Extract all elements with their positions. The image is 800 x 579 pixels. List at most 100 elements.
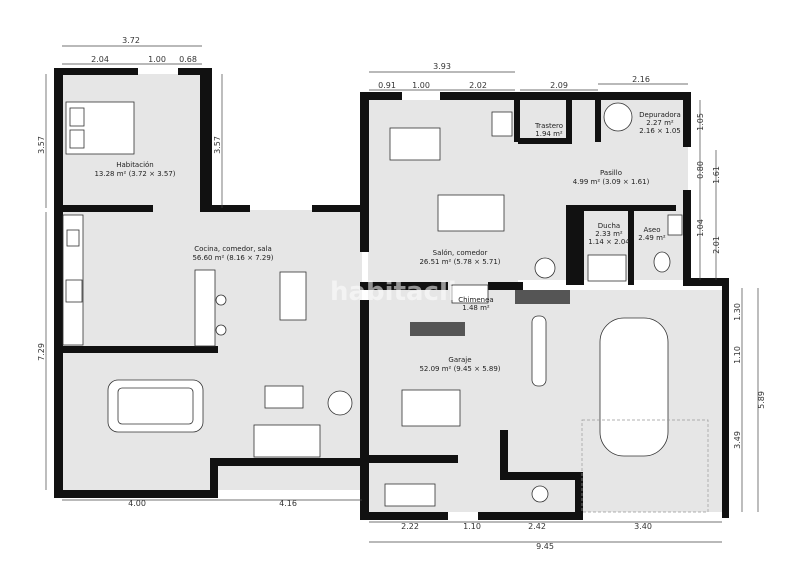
- aseo-sink: [667, 214, 683, 236]
- wall-trastero-right: [566, 100, 572, 144]
- wall-hab-right: [200, 68, 212, 210]
- wall-garage-stair-b: [500, 472, 582, 480]
- dim-bottom-left: 4.00: [128, 499, 146, 508]
- dim-bottom-d: 3.40: [634, 522, 652, 531]
- dim-right-d: 1.04: [696, 219, 705, 237]
- wall-depur-left: [595, 92, 601, 142]
- dim-right-e: 2.01: [712, 236, 721, 254]
- wall-garage-bottom-b: [478, 512, 583, 520]
- dim-top-mid-total: 3.93: [433, 62, 451, 71]
- label-pasillo-area: 4.99 m² (3.09 × 1.61): [573, 178, 650, 186]
- dim-left-lower: 7.29: [37, 343, 46, 361]
- wall-garage-stair-a: [500, 430, 508, 478]
- label-depuradora-name: Depuradora: [639, 111, 681, 119]
- garage-storage: [384, 483, 436, 507]
- pillow-a: [69, 107, 85, 127]
- sink-icon: [66, 229, 80, 247]
- wall-salon-bottom-a: [360, 282, 448, 290]
- walls: [54, 68, 729, 520]
- dim-right-b: 0.80: [696, 161, 705, 179]
- stove-icon: [65, 279, 83, 303]
- pool-table-felt: [117, 387, 194, 425]
- furniture: [62, 101, 709, 513]
- wall-bottom-step: [210, 458, 218, 498]
- dim-bottom-mid: 4.16: [279, 499, 297, 508]
- wall-salon-top-b: [440, 92, 690, 100]
- stool-b: [215, 324, 227, 336]
- label-salon-area: 26.51 m² (5.78 × 5.71): [419, 258, 500, 266]
- wall-hab-bottom-b: [200, 205, 250, 212]
- toilet: [653, 251, 671, 273]
- wall-garage-bottom-a: [360, 512, 448, 520]
- parking-area: [581, 419, 709, 513]
- wall-cocina-top: [312, 205, 368, 212]
- dim-top-left-c: 0.68: [179, 55, 197, 64]
- dim-right-g: 1.10: [733, 346, 742, 364]
- dim-top-right-a: 2.09: [550, 81, 568, 90]
- wall-trastero-bottom: [518, 138, 568, 144]
- watermark-text: habitaclia: [330, 277, 474, 307]
- dim-top-mid-b: 1.00: [412, 81, 430, 90]
- label-chimenea-name: Chimenea: [458, 296, 493, 304]
- dim-right-c: 1.61: [712, 166, 721, 184]
- shower-tray: [587, 254, 627, 282]
- garage-heater: [531, 485, 549, 503]
- garage-table: [401, 389, 461, 427]
- garage-shelf-a: [410, 322, 465, 336]
- dim-right-f: 1.30: [733, 303, 742, 321]
- wall-garage-right: [722, 278, 729, 518]
- dim-right-total: 5.89: [757, 391, 766, 409]
- label-chimenea-area: 1.48 m²: [462, 304, 490, 312]
- label-pasillo-name: Pasillo: [600, 169, 622, 177]
- trastero-sink: [491, 111, 513, 137]
- wall-hab-bottom-a: [63, 205, 153, 212]
- stool-a: [215, 294, 227, 306]
- label-ducha-area: 2.33 m²: [595, 230, 623, 238]
- car: [599, 317, 669, 457]
- label-ducha-name: Ducha: [598, 222, 620, 230]
- armchair: [327, 390, 353, 416]
- dim-bottom-total: 9.45: [536, 542, 554, 551]
- label-habitacion-area: 13.28 m² (3.72 × 3.57): [94, 170, 175, 178]
- fireplace: [451, 284, 489, 304]
- dim-top-left-total: 3.72: [122, 36, 140, 45]
- wall-bottom-b: [210, 458, 368, 466]
- dim-left-inner: 3.57: [213, 136, 222, 154]
- sofa: [253, 424, 321, 458]
- wall-ducha-right: [628, 205, 634, 285]
- label-cocina-area: 56.60 m² (8.16 × 7.29): [192, 254, 273, 262]
- wall-ducha-left: [566, 205, 584, 285]
- label-trastero-area: 1.94 m²: [535, 130, 563, 138]
- wall-pasillo-bottom: [566, 205, 676, 211]
- coffee-table: [264, 385, 304, 409]
- wall-right-top: [683, 92, 691, 147]
- wall-hab-top-a: [54, 68, 138, 75]
- wall-trastero-left: [514, 92, 520, 142]
- wall-salon-top-a: [360, 92, 402, 100]
- dim-left-upper: 3.57: [37, 136, 46, 154]
- wall-garage-top-right: [683, 278, 729, 286]
- wall-garage-inner: [368, 455, 458, 463]
- wall-left: [54, 68, 63, 498]
- dim-right-h: 3.49: [733, 431, 742, 449]
- label-garaje-name: Garaje: [448, 356, 471, 364]
- wall-salon-bottom-b: [488, 282, 523, 290]
- label-depuradora-area: 2.27 m²: [646, 119, 674, 127]
- label-ducha-dims: 1.14 × 2.04: [588, 238, 630, 246]
- dim-top-left-b: 1.00: [148, 55, 166, 64]
- dim-top-mid-a: 0.91: [378, 81, 396, 90]
- dim-bottom-a: 2.22: [401, 522, 419, 531]
- dim-top-right-b: 2.16: [632, 75, 650, 84]
- room-labels: Habitación 13.28 m² (3.72 × 3.57) Cocina…: [94, 111, 680, 373]
- label-aseo-name: Aseo: [643, 226, 660, 234]
- floor-service: [518, 100, 688, 280]
- wall-kitchen-divider: [63, 346, 218, 353]
- plant-icon: [534, 257, 556, 279]
- wall-right-mid: [683, 190, 691, 282]
- garage-shelf-b: [515, 290, 570, 304]
- label-trastero-name: Trastero: [534, 122, 563, 130]
- wall-salon-left: [360, 92, 369, 252]
- label-habitacion-name: Habitación: [116, 161, 154, 169]
- motorcycle: [531, 315, 547, 387]
